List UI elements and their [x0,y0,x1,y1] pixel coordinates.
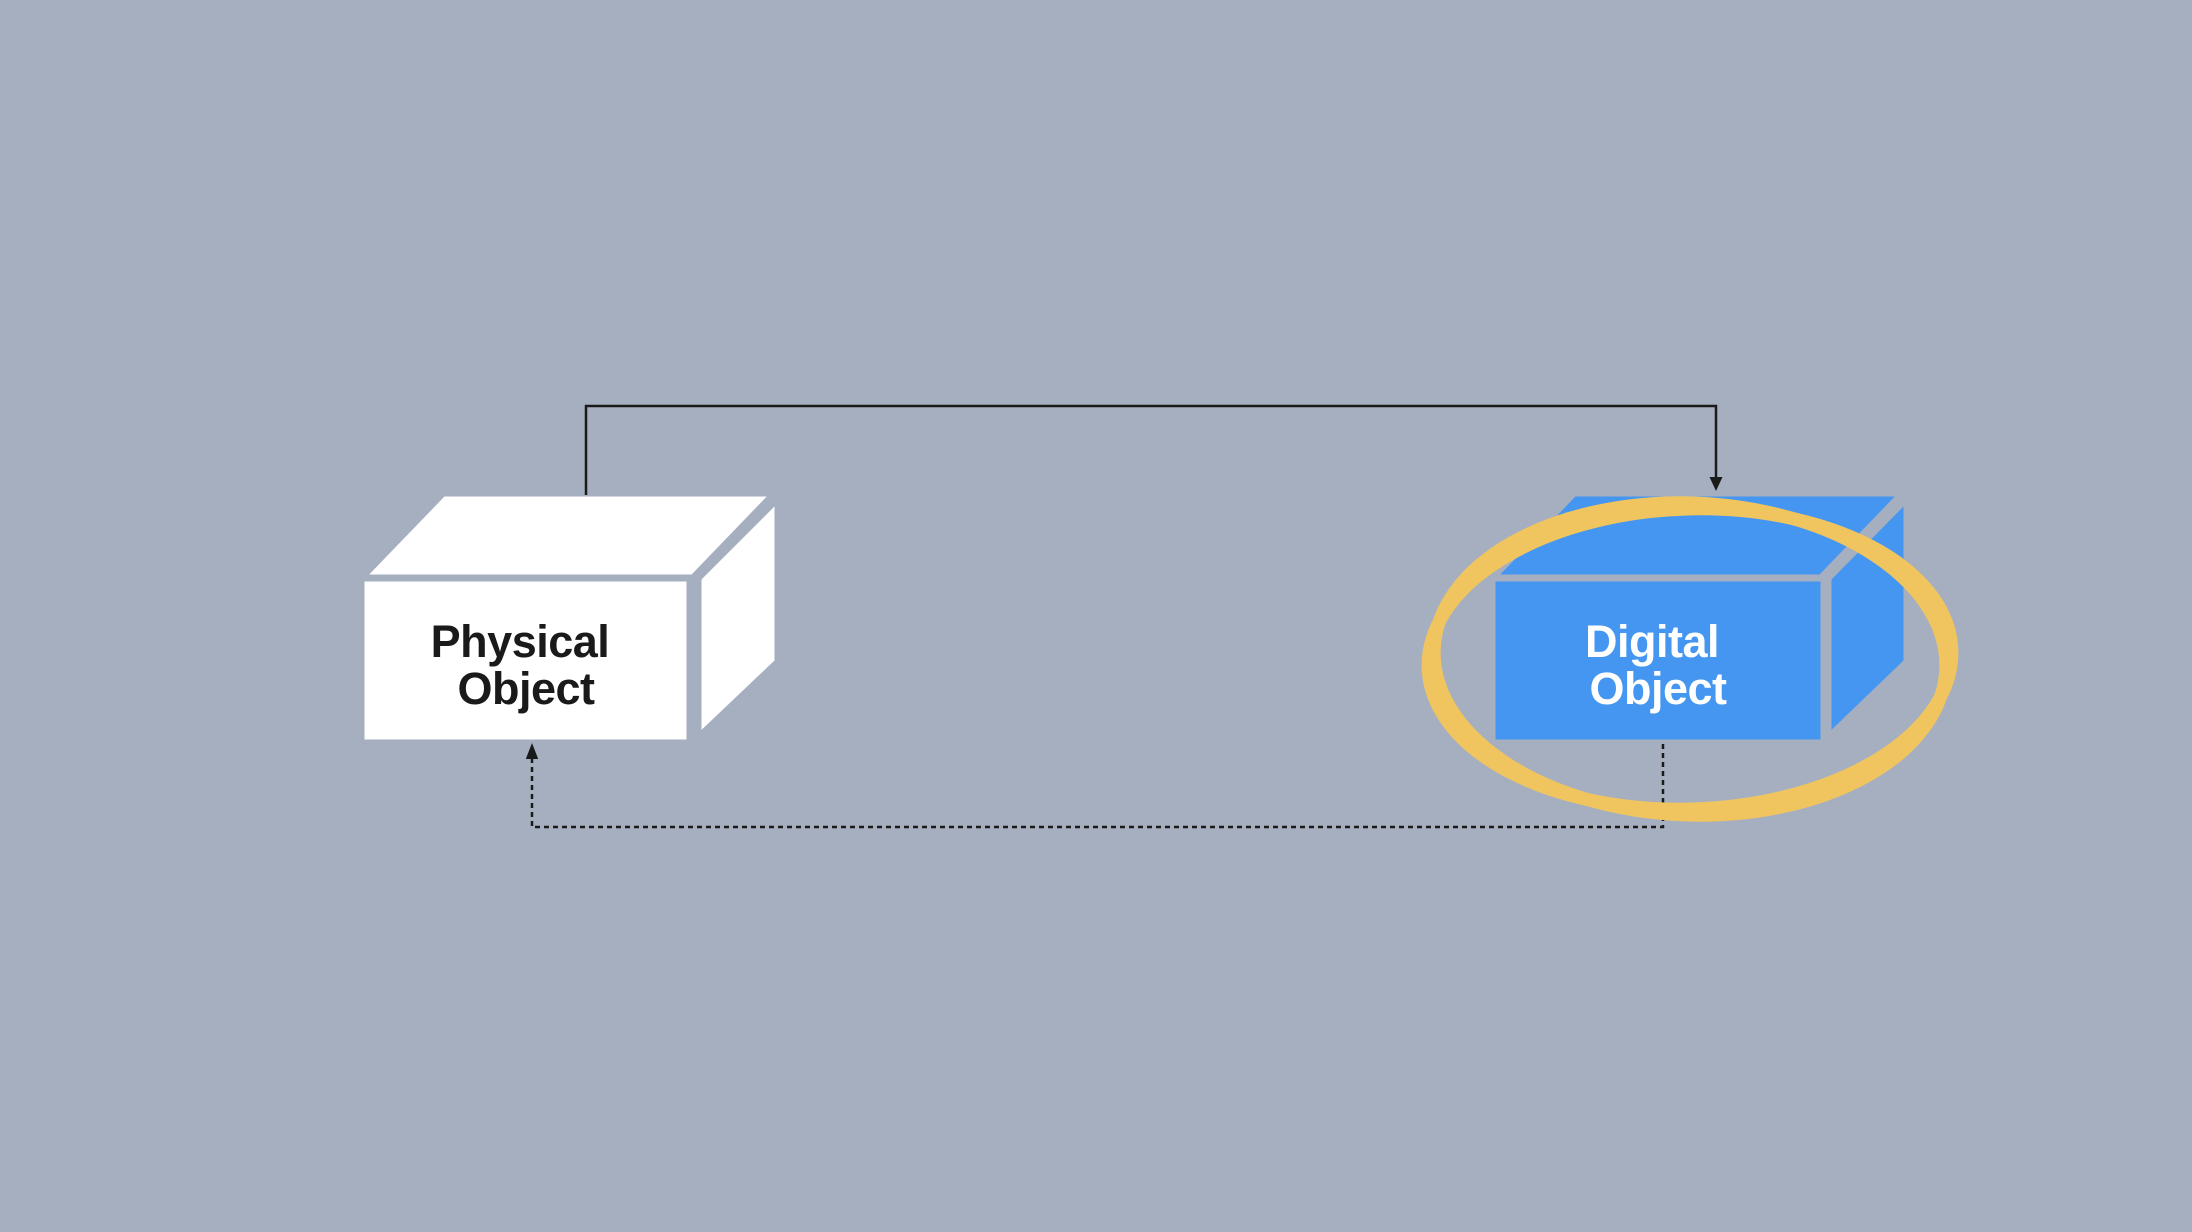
physical-object-label: Physical Object [431,616,622,714]
dashed-arrow-path [530,744,1665,829]
solid-arrow-physical-to-digital [584,404,1723,495]
dashed-arrow-head-up-icon [525,743,539,759]
physical-box-front-face [357,574,694,747]
physical-box-right-face [694,489,782,747]
highlight-ellipse-annotation [1421,496,1959,822]
dashed-arrow-digital-to-physical [525,743,1665,829]
physical-object-label-line2: Object [457,663,595,714]
digital-object-label: Digital Object [1585,616,1731,714]
digital-object-label-line1: Digital [1585,616,1719,667]
physical-object-label-line1: Physical [431,616,610,667]
solid-arrow-path [584,404,1718,495]
physical-object-box: Physical Object [352,489,784,747]
digital-object-label-line2: Object [1589,663,1727,714]
solid-arrow-head-down-icon [1709,477,1723,491]
highlight-ellipse-stroke-2 [1427,496,1953,822]
digital-box-front-face [1488,574,1828,747]
